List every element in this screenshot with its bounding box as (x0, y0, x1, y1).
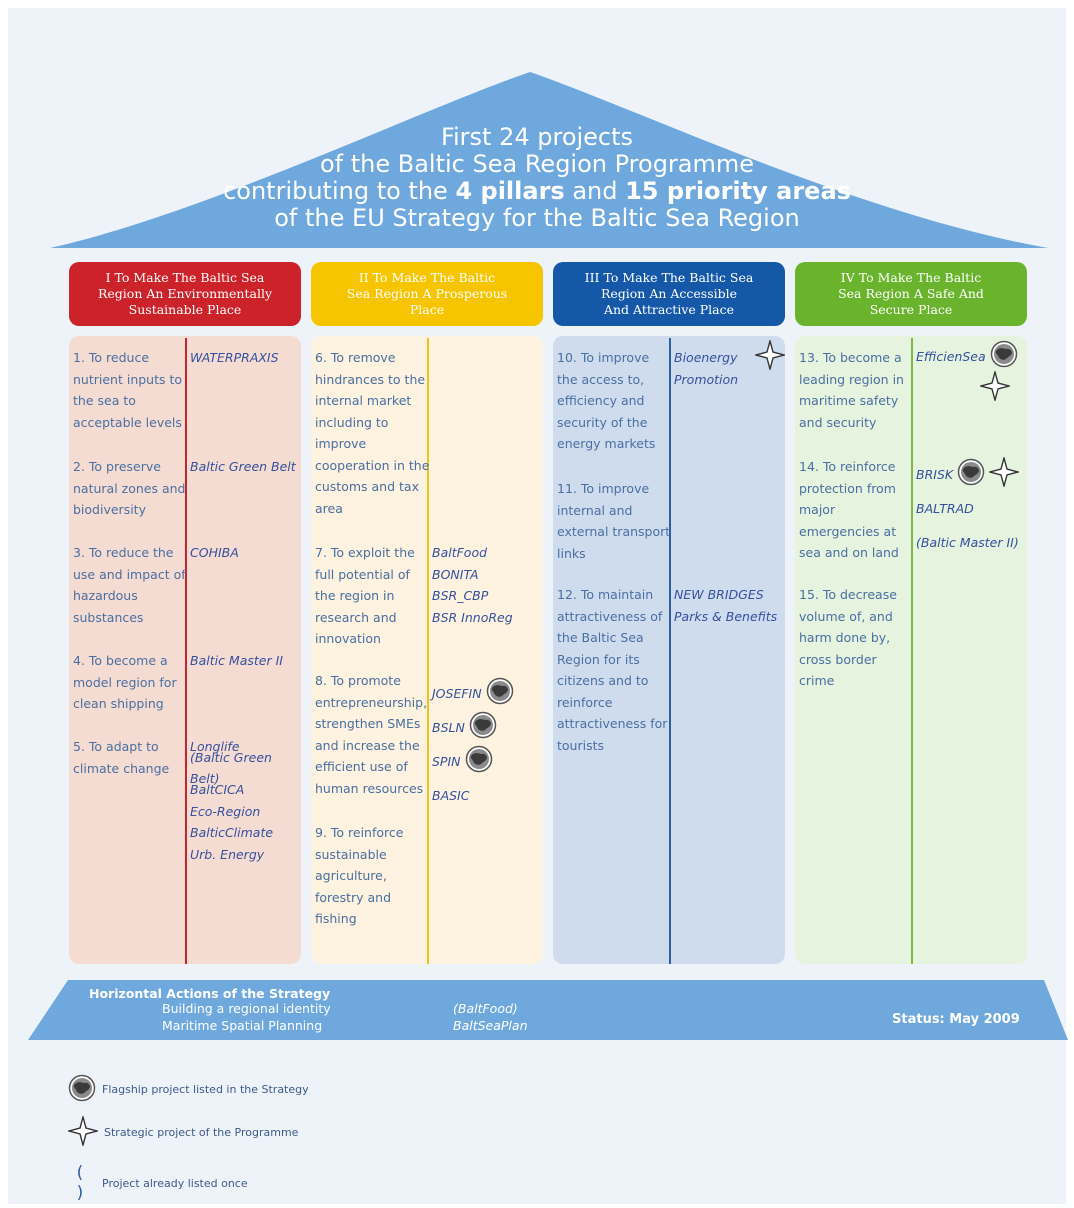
project-name: Longlife (190, 739, 240, 754)
pillar-divider (669, 338, 671, 964)
flagship-map-icon (957, 458, 985, 493)
priority-area-14: 14. To reinforce protection from major e… (799, 459, 899, 560)
pillar-divider (427, 338, 429, 964)
priority-area-4: 4. To become a model region for clean sh… (73, 653, 177, 711)
project-brisk: BRISK (916, 455, 1028, 494)
project-name: Baltic Master II (190, 653, 283, 668)
project-name: Urb. Energy (190, 846, 265, 862)
legend-flagship: Flagship project listed in the Strategy (68, 1074, 309, 1105)
project-name: (Baltic Master II) (916, 535, 1019, 551)
legend-strategic-label: Strategic project of the Programme (104, 1126, 299, 1139)
pillar-divider (185, 338, 187, 964)
roof-title-line-2: of the Baltic Sea Region Programme (319, 150, 755, 178)
roof (50, 72, 1048, 248)
parentheses-icon: ( ) (76, 1163, 88, 1203)
project-name: BSR InnoReg (432, 609, 513, 625)
project-bsln: BSLN (432, 711, 544, 745)
project-list: Baltic Master II (190, 650, 302, 672)
project-list: BRISK BALTRAD (Baltic Master II) (916, 455, 1028, 560)
priority-area-10: 10. To improve the access to, efficiency… (557, 350, 656, 451)
priority-area-8: 8. To promote entrepreneurship, strength… (315, 673, 428, 796)
project-spin: SPIN (432, 745, 544, 779)
priority-area-5: 5. To adapt to climate change (73, 739, 170, 776)
project-josefin: JOSEFIN (432, 677, 544, 711)
project-efficiensea: EfficienSea (916, 340, 1028, 375)
project-list: JOSEFIN BSLN SPIN BASIC (432, 677, 544, 813)
roof-title: First 24 projects of the Baltic Sea Regi… (0, 124, 1074, 232)
priority-area-13: 13. To become a leading region in mariti… (799, 350, 904, 430)
project-efficiensea-strategic (916, 369, 1028, 408)
project-name: Parks & Benefits (674, 608, 778, 624)
horizontal-action-2: Maritime Spatial Planning (162, 1018, 323, 1033)
project-name: Baltic Green Belt (190, 459, 296, 474)
priority-area-2: 2. To preserve natural zones and biodive… (73, 459, 186, 517)
project-name: WATERPRAXIS (190, 350, 279, 365)
priority-area-9: 9. To reinforce sustainable agriculture,… (315, 825, 404, 926)
project-basic: BASIC (432, 788, 470, 804)
priority-areas-count: 15 priority areas (625, 177, 851, 205)
flagship-map-icon (68, 1074, 96, 1105)
four-point-star-icon (987, 455, 1021, 494)
legend-listed-label: Project already listed once (102, 1176, 248, 1190)
priority-area-12: 12. To maintain attractiveness of the Ba… (557, 587, 668, 753)
project-name: Bioenergy (674, 337, 788, 372)
priority-area-11: 11. To improve internal and external tra… (557, 481, 671, 561)
project-list: Baltic Green Belt (190, 456, 302, 478)
roof-title-line-4: of the EU Strategy for the Baltic Sea Re… (274, 204, 800, 232)
project-list: NEW BRIDGES Parks & Benefits (674, 584, 786, 627)
flagship-map-icon (486, 677, 514, 712)
flagship-map-icon (469, 711, 497, 746)
status-date: Status: May 2009 (892, 1012, 1020, 1027)
four-point-star-icon (978, 369, 1012, 408)
legend-listed: ( ) Project already listed once (68, 1163, 248, 1203)
horizontal-action-1: Building a regional identity (162, 1001, 331, 1016)
project-name: BALTRAD (916, 501, 974, 517)
project-list: Bioenergy Promotion (674, 337, 788, 390)
roof-title-line-1: First 24 projects (440, 123, 634, 151)
horizontal-project-2: BaltSeaPlan (453, 1018, 528, 1033)
priority-area-15: 15. To decrease volume of, and harm done… (799, 587, 897, 688)
project-name: BaltCICA (190, 782, 245, 797)
project-name: COHIBA (190, 545, 239, 560)
legend-strategic: Strategic project of the Programme (66, 1114, 299, 1149)
roof-title-line-3: contributing to the 4 pillars and 15 pri… (223, 177, 851, 205)
horizontal-actions-title: Horizontal Actions of the Strategy (89, 986, 331, 1001)
project-name: BONITA (432, 566, 479, 582)
priority-area-1: 1. To reduce nutrient inputs to the sea … (73, 350, 183, 430)
priority-area-6: 6. To remove hindrances to the internal … (315, 350, 430, 516)
pillar-divider (911, 338, 913, 964)
priority-area-3: 3. To reduce the use and impact of hazar… (73, 545, 186, 625)
legend-flagship-label: Flagship project listed in the Strategy (102, 1083, 309, 1096)
project-name: NEW BRIDGES (674, 587, 764, 602)
horizontal-project-1: (BaltFood) (453, 1001, 518, 1016)
four-point-star-icon (66, 1114, 100, 1149)
flagship-map-icon (465, 745, 493, 780)
priority-area-7: 7. To exploit the full potential of the … (315, 545, 415, 646)
project-list: BaltFood BONITA BSR_CBP BSR InnoReg (432, 542, 544, 628)
project-list: COHIBA (190, 542, 302, 564)
four-point-star-icon (753, 337, 788, 377)
project-list: EfficienSea (916, 340, 1028, 408)
project-name: Eco-Region (190, 803, 261, 819)
project-name: BaltFood (432, 545, 488, 560)
project-list: WATERPRAXIS (190, 347, 302, 369)
project-name: (Baltic Green Belt) (190, 749, 272, 787)
flagship-map-icon (990, 340, 1018, 375)
project-name: BalticClimate (190, 825, 274, 840)
project-name: Promotion (674, 371, 739, 387)
project-list: Longlife (Baltic Green Belt) BaltCICA Ec… (190, 736, 302, 865)
pillars-count: 4 pillars (455, 177, 565, 205)
project-name: BSR_CBP (432, 588, 489, 603)
